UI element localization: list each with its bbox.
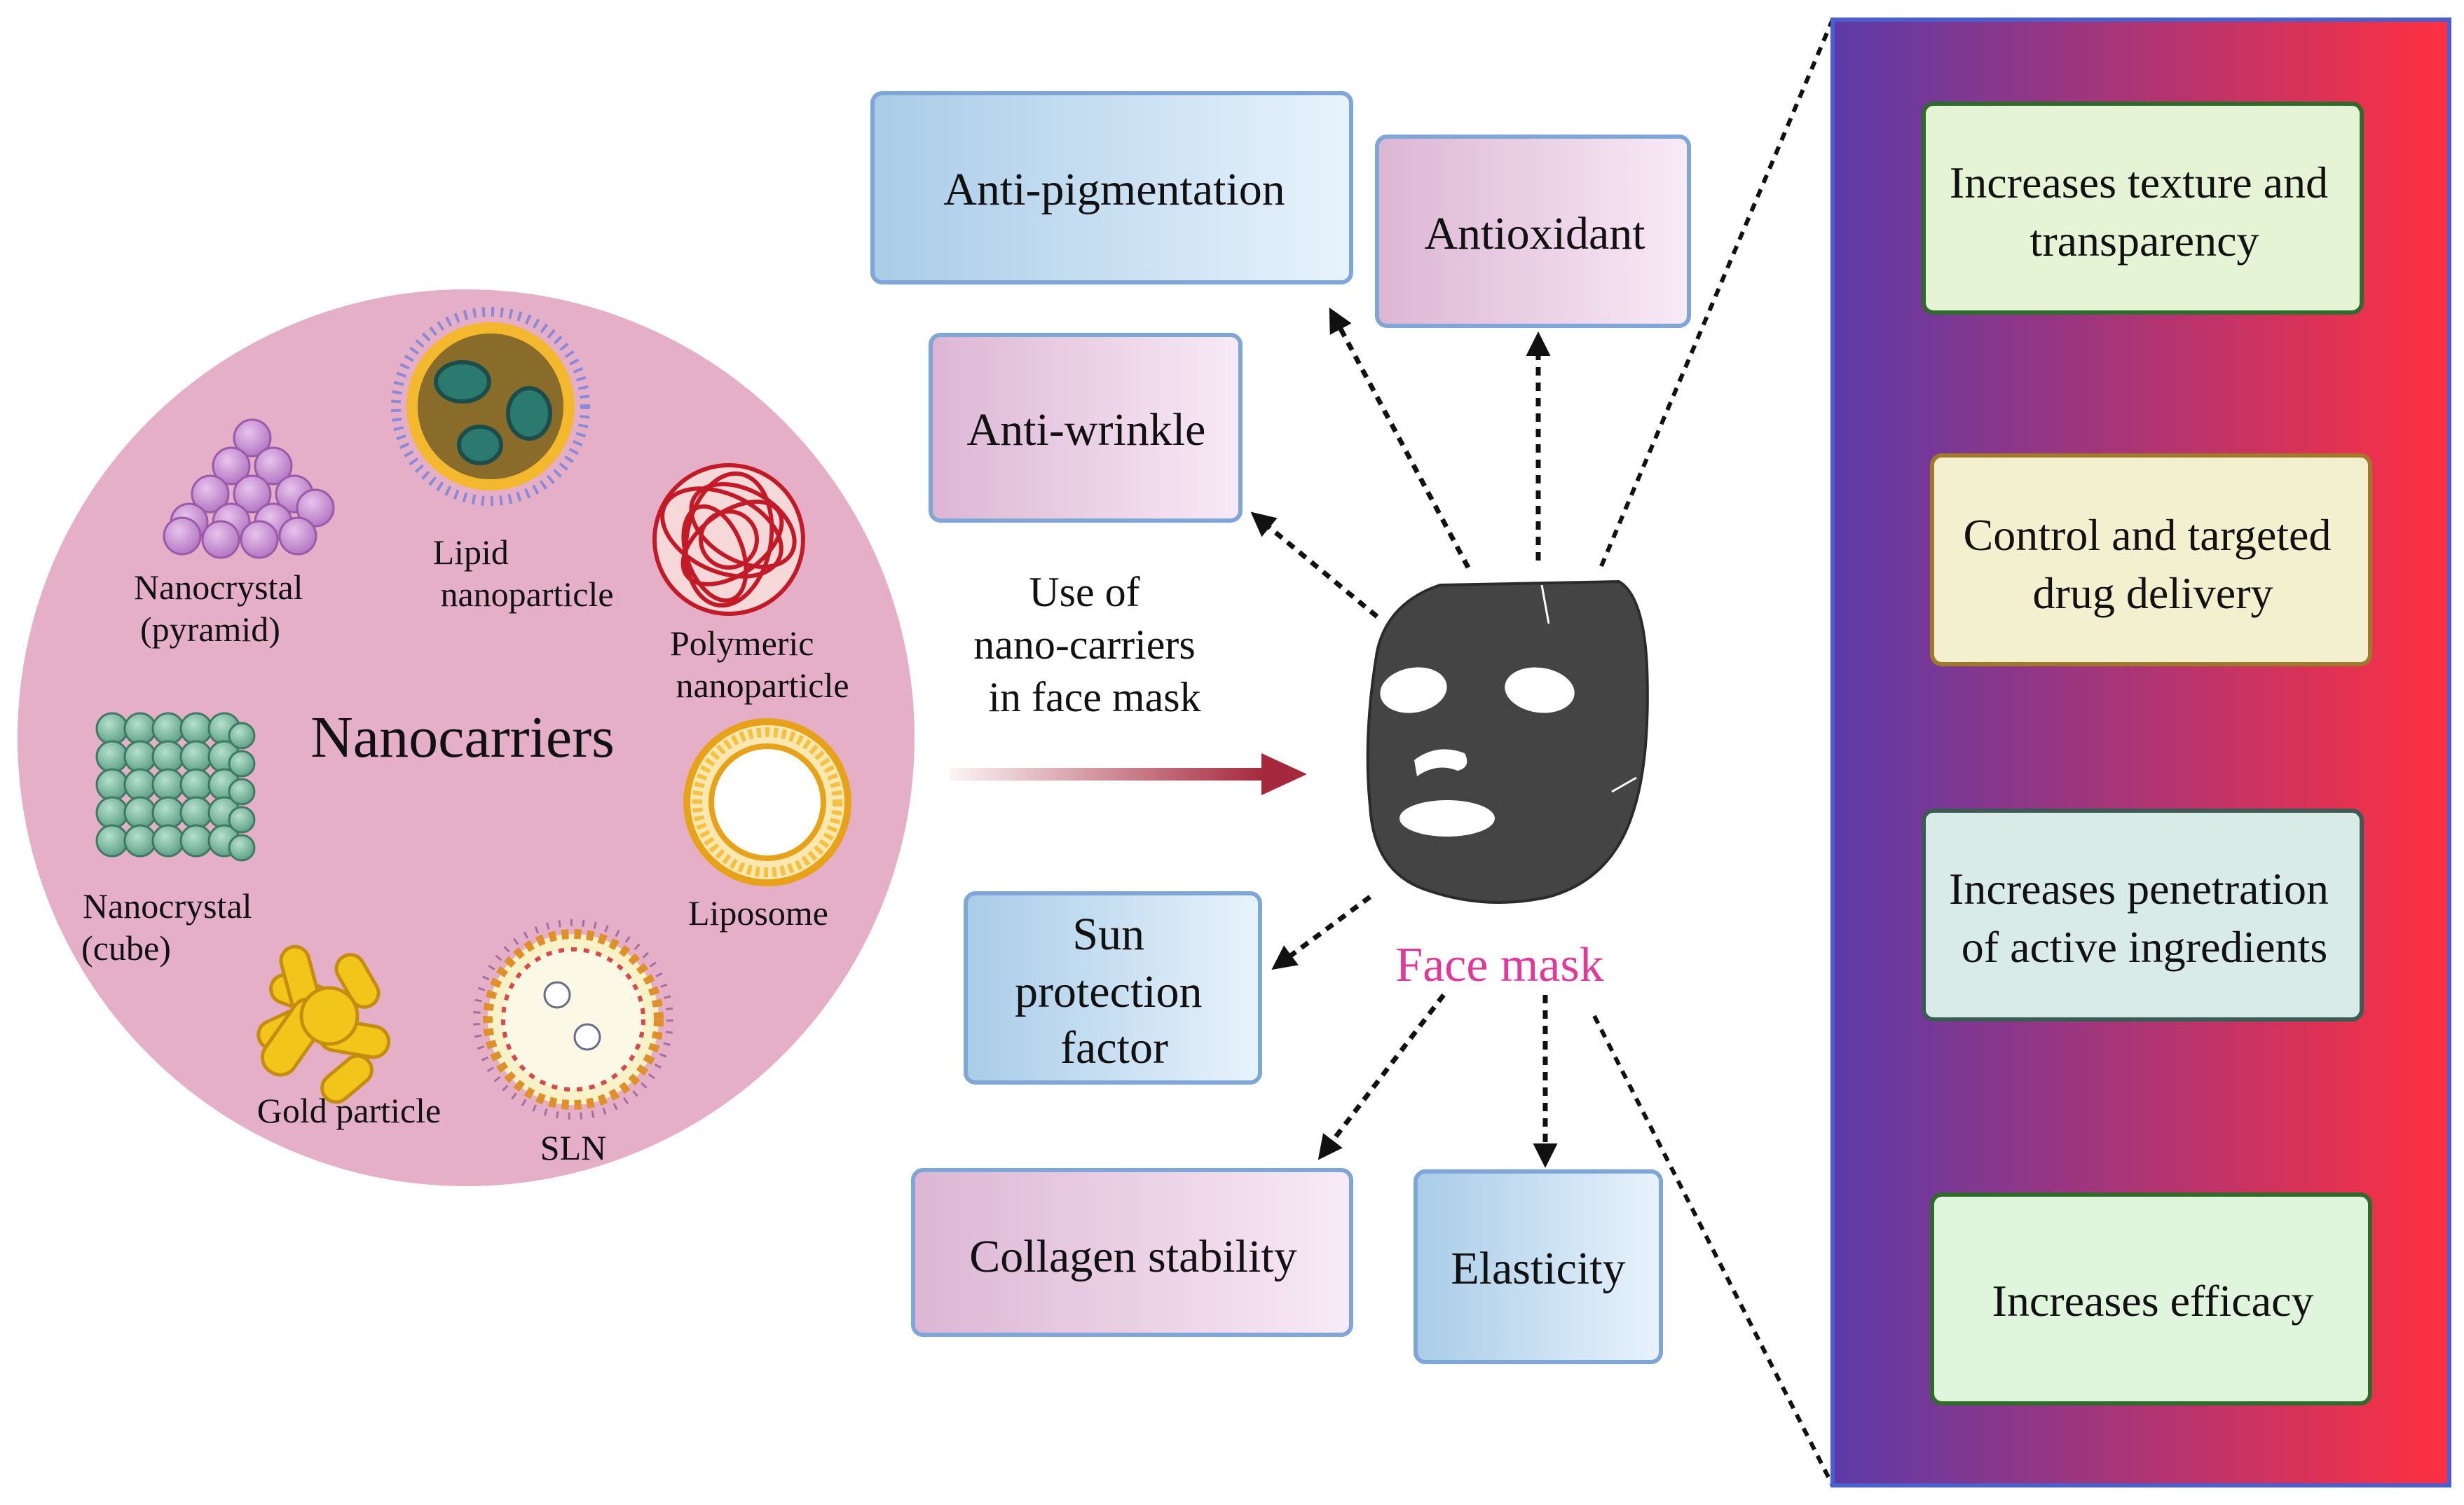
effects: Anti-pigmentation Antioxidant Anti-wrink… bbox=[870, 91, 1691, 1364]
face-mask-icon bbox=[1366, 579, 1649, 904]
arrow-to-anti-wrinkle bbox=[1250, 511, 1379, 619]
arrow-to-collagen bbox=[1317, 993, 1446, 1160]
effect-sun-protection-text: Sun protection factor bbox=[1015, 909, 1214, 1073]
effect-anti-pigmentation-text: Anti-pigmentation bbox=[943, 164, 1285, 215]
liposome-icon bbox=[683, 718, 851, 886]
effect-collagen-stability-text: Collagen stability bbox=[969, 1231, 1296, 1282]
benefit-texture-text: Increases texture and transparency bbox=[1950, 158, 2339, 266]
benefit-texture-transparency: Increases texture and transparency bbox=[1922, 102, 2364, 315]
effect-sun-protection-factor: Sun protection factor bbox=[964, 891, 1262, 1085]
arrow-to-sun-protection bbox=[1271, 895, 1372, 970]
gold-particle-label: Gold particle bbox=[257, 1091, 441, 1130]
effect-anti-wrinkle: Anti-wrinkle bbox=[929, 333, 1243, 523]
effect-antioxidant-text: Antioxidant bbox=[1424, 208, 1645, 259]
zoom-lines bbox=[1592, 18, 1835, 1487]
lipid-nanoparticle-label: Lipid nanoparticle bbox=[433, 532, 614, 614]
main-arrow bbox=[950, 753, 1307, 795]
benefit-increases-efficacy: Increases efficacy bbox=[1930, 1193, 2372, 1406]
sln-label: SLN bbox=[540, 1128, 606, 1167]
arrow-caption-text: Use of nano-carriers in face mask bbox=[973, 569, 1205, 720]
sln-icon bbox=[473, 919, 673, 1120]
nanocarriers-panel: Nanocarriers Nanocrystal (pyramid) bbox=[18, 289, 915, 1186]
effect-arrows bbox=[1250, 307, 1558, 1168]
benefit-penetration-text: Increases penetration of active ingredie… bbox=[1949, 864, 2340, 972]
arrow-to-anti-pigmentation bbox=[1329, 307, 1471, 569]
nanocrystal-cube-label: Nanocrystal (cube) bbox=[81, 886, 261, 968]
nanocrystal-pyramid-icon bbox=[163, 418, 335, 559]
nanocrystal-pyramid-label: Nanocrystal (pyramid) bbox=[134, 568, 312, 649]
nanocrystal-cube-icon bbox=[95, 712, 256, 862]
effect-collagen-stability: Collagen stability bbox=[911, 1168, 1353, 1337]
effect-anti-pigmentation: Anti-pigmentation bbox=[870, 91, 1353, 284]
face-mask-label: Face mask bbox=[1395, 938, 1603, 992]
polymeric-nanoparticle-icon bbox=[652, 463, 805, 616]
liposome-label: Liposome bbox=[688, 893, 828, 933]
polymeric-nanoparticle-label: Polymeric nanoparticle bbox=[670, 624, 849, 705]
gold-particle-icon bbox=[256, 944, 391, 1104]
benefit-penetration-active-ingredients: Increases penetration of active ingredie… bbox=[1922, 809, 2364, 1022]
nanocarriers-title: Nanocarriers bbox=[310, 705, 615, 770]
arrow-caption: Use of nano-carriers in face mask bbox=[973, 569, 1205, 720]
benefit-control-targeted-delivery: Control and targeted drug delivery bbox=[1930, 453, 2372, 666]
benefit-control-text: Control and targeted drug delivery bbox=[1964, 510, 2343, 618]
effect-elasticity: Elasticity bbox=[1414, 1169, 1663, 1364]
benefit-efficacy-text: Increases efficacy bbox=[1992, 1276, 2314, 1326]
benefits-panel: Increases texture and transparency Contr… bbox=[1830, 18, 2451, 1487]
lipid-nanoparticle-icon bbox=[391, 307, 590, 506]
effect-elasticity-text: Elasticity bbox=[1451, 1243, 1625, 1294]
effect-antioxidant: Antioxidant bbox=[1375, 135, 1691, 328]
effect-anti-wrinkle-text: Anti-wrinkle bbox=[967, 404, 1206, 455]
